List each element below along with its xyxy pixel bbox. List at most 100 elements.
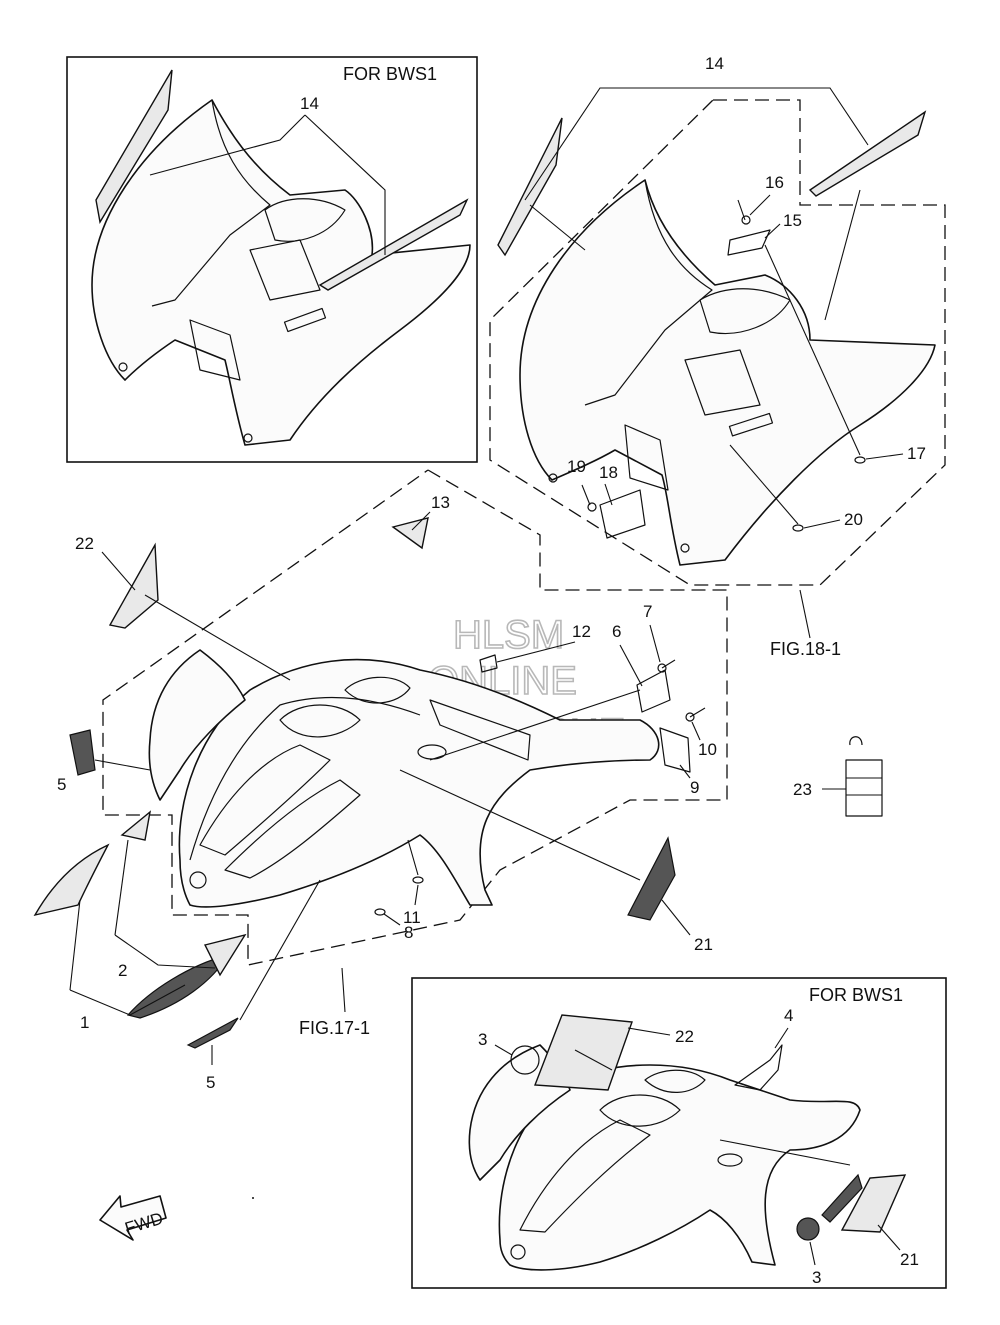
- callout-17: 17: [907, 444, 926, 463]
- callout-20: 20: [844, 510, 863, 529]
- tank-cut: [599, 1094, 681, 1127]
- callout-21: 21: [694, 935, 713, 954]
- callout-22: 22: [675, 1027, 694, 1046]
- headlight-hole: [189, 871, 207, 889]
- leader-line: [524, 87, 713, 201]
- leader-line: [94, 759, 151, 771]
- leader-line: [679, 764, 691, 779]
- grommet-hole: [717, 1153, 743, 1167]
- leader-line: [407, 839, 419, 876]
- bracket-4: [734, 1044, 783, 1091]
- decal-22-inset: [534, 1014, 633, 1091]
- rivet-7: [657, 659, 676, 673]
- fwd-arrow: FWD: [99, 1195, 167, 1241]
- callout-5b: 5: [206, 1073, 215, 1092]
- inset-title: FOR BWS1: [809, 985, 903, 1005]
- callout-3: 3: [478, 1030, 487, 1049]
- leader-line: [144, 594, 291, 681]
- tag-23: 23: [793, 736, 883, 817]
- decal-2: [120, 810, 152, 841]
- emblem-3-bottom: [796, 1217, 820, 1241]
- fender-edge: [151, 99, 271, 307]
- callout-22: 22: [75, 534, 94, 553]
- rivet-10: [685, 707, 706, 722]
- plate-9: [659, 727, 691, 773]
- callout-18: 18: [599, 463, 618, 482]
- callout-2: 2: [118, 961, 127, 980]
- decal-14-left: [95, 69, 173, 224]
- leader-line: [383, 913, 401, 926]
- dashed-region: [102, 469, 728, 966]
- leader-line: [627, 1027, 671, 1036]
- vent-mid: [224, 779, 361, 879]
- leader-line: [149, 114, 306, 176]
- front-fender: [178, 658, 660, 908]
- fig-ref-rear: FIG.18-1: [770, 639, 841, 659]
- callout-19: 19: [567, 457, 586, 476]
- decal-14-left: [497, 117, 563, 257]
- decal-1: [33, 843, 110, 917]
- leader-line: [649, 624, 661, 663]
- callout-15: 15: [783, 211, 802, 230]
- leader-line: [411, 511, 431, 531]
- tag-card: [845, 759, 883, 817]
- bracket: [189, 319, 241, 381]
- vent-left: [199, 744, 331, 856]
- storage-box: [249, 239, 321, 301]
- headlight-hole: [510, 1244, 526, 1260]
- inset-frame: [66, 56, 478, 463]
- bolt-hole: [680, 543, 690, 553]
- dashed-region: [489, 99, 946, 586]
- leader-line: [399, 769, 641, 881]
- bolt-hole: [118, 362, 128, 372]
- leader-line: [304, 114, 386, 255]
- leader-line: [414, 884, 419, 906]
- seat-cut: [264, 198, 346, 242]
- inset-top-left: FOR BWS1 14: [66, 56, 478, 463]
- callout-16: 16: [765, 173, 784, 192]
- leader-line: [729, 444, 799, 525]
- vent-left: [519, 1119, 651, 1233]
- emblem-decal: [126, 954, 230, 1019]
- leader-line: [764, 223, 781, 239]
- decal-22: [108, 542, 159, 629]
- inset-frame: [411, 977, 947, 1289]
- watermark-line1: HLSM: [453, 613, 564, 657]
- front-fender-group: 13 22 7 6 12 10 9 5 11 8 21 2 1 5: [33, 469, 728, 1092]
- callout-5: 5: [57, 775, 66, 794]
- callout-14: 14: [300, 94, 319, 113]
- label-15: [727, 229, 771, 256]
- callout-11: 11: [403, 908, 421, 927]
- leader-line: [824, 189, 861, 321]
- reflector-5-bottom: [186, 1017, 239, 1049]
- leader-line: [574, 1049, 613, 1071]
- fender-edge: [584, 179, 713, 406]
- leader-line: [691, 721, 701, 741]
- carrier-edge: [429, 699, 531, 761]
- reflector-5-left: [69, 729, 96, 776]
- leader-line: [341, 967, 346, 1013]
- callout-9: 9: [690, 778, 699, 797]
- leader-line: [114, 934, 216, 969]
- fuel-cap-cut: [344, 676, 411, 704]
- leader-line: [799, 589, 811, 639]
- callout-6: 6: [612, 622, 621, 641]
- rear-fender-inset: [91, 99, 471, 446]
- leader-line: [713, 87, 869, 146]
- leader-line: [774, 1027, 789, 1049]
- leader-line: [809, 1241, 816, 1266]
- fig-ref-front: FIG.17-1: [299, 1018, 370, 1038]
- leader-line: [619, 644, 643, 687]
- plate-6: [636, 669, 671, 713]
- bolt-hole: [548, 473, 558, 483]
- fwd-arrow-shape: [99, 1195, 167, 1241]
- leader-line: [877, 1224, 901, 1251]
- rear-fender-group: 14 16 15 17 20 19 18 FIG.18-1: [489, 54, 946, 659]
- inset-title: FOR BWS1: [343, 64, 437, 84]
- inset-bottom-right: FOR BWS1 3 22 4 3 21: [411, 977, 947, 1289]
- tag-loop: [849, 736, 863, 746]
- emblem-3-left: [510, 1045, 540, 1075]
- fuel-cap-cut: [644, 1069, 706, 1093]
- bracket: [624, 424, 669, 491]
